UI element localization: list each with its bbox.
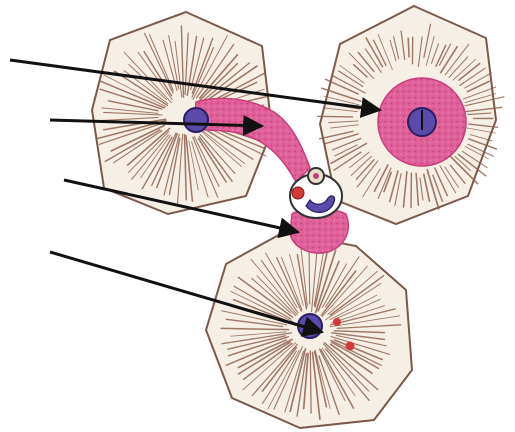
- top-ring-core: [313, 173, 319, 179]
- hepatocyte-bottom: [206, 232, 412, 428]
- red-dot-bottom-1: [333, 318, 341, 326]
- red-body: [292, 187, 304, 199]
- nucleus-top-left: [184, 108, 208, 132]
- striation-line: [310, 351, 311, 413]
- hepatocyte-top-left: [92, 12, 310, 214]
- striation-line: [318, 116, 353, 117]
- striation-line: [408, 38, 409, 57]
- red-dot-bottom-2: [346, 342, 355, 351]
- hepatocyte-top-right: [318, 6, 504, 224]
